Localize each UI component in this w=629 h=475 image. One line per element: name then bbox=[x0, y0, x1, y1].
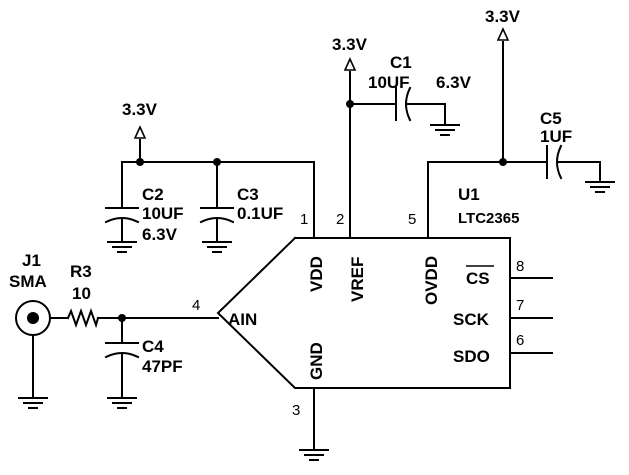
c5-supply-arrow-icon bbox=[497, 28, 509, 41]
gnd-pin-number: 3 bbox=[292, 402, 300, 419]
c3-capacitor-symbol bbox=[199, 207, 235, 243]
cs-pin-number: 8 bbox=[516, 258, 524, 275]
r3-ref-label: R3 bbox=[70, 262, 92, 281]
ovdd-pin-number: 5 bbox=[408, 211, 416, 228]
c1-supply-arrow-icon bbox=[344, 58, 356, 71]
vdd-pin-number: 1 bbox=[300, 211, 308, 228]
c5-supply-label: 3.3V bbox=[485, 7, 521, 26]
c2-ref-label: C2 bbox=[142, 185, 164, 204]
ground-icon bbox=[430, 124, 460, 136]
r3-resistor-symbol bbox=[66, 308, 100, 329]
vref-pin-number: 2 bbox=[336, 211, 344, 228]
c1-voltage-label: 6.3V bbox=[436, 73, 472, 92]
vref-junction-dot bbox=[346, 100, 354, 108]
c1-capacitor-symbol bbox=[395, 86, 412, 122]
c2-value-label: 10UF bbox=[142, 204, 184, 223]
ovdd-pin-name: OVDD bbox=[422, 256, 441, 305]
ground-icon bbox=[299, 449, 329, 461]
u1-ref-label: U1 bbox=[458, 185, 480, 204]
c4-capacitor-symbol bbox=[104, 342, 140, 399]
ground-icon bbox=[585, 181, 615, 193]
sdo-pin-name: SDO bbox=[453, 347, 490, 366]
ground-icon bbox=[107, 241, 137, 253]
j1-sma-connector-icon bbox=[15, 300, 51, 399]
vdd-pin-name: VDD bbox=[307, 256, 326, 292]
ain-pin-number: 4 bbox=[192, 297, 200, 314]
gnd-pin-name: GND bbox=[307, 342, 326, 380]
c2-supply-label: 3.3V bbox=[122, 100, 158, 119]
c5-capacitor-symbol bbox=[546, 144, 563, 180]
c1-supply-label: 3.3V bbox=[332, 35, 368, 54]
j1-value-label: SMA bbox=[9, 272, 47, 291]
sdo-pin-number: 6 bbox=[516, 332, 524, 349]
c1-value-label: 10UF bbox=[368, 73, 410, 92]
u1-part-label: LTC2365 bbox=[458, 210, 519, 227]
c4-value-label: 47PF bbox=[142, 357, 183, 376]
vdd-junction-dot bbox=[136, 158, 144, 166]
c2-capacitor-symbol bbox=[104, 207, 140, 243]
r3-value-label: 10 bbox=[72, 284, 91, 303]
ground-icon bbox=[18, 397, 48, 409]
ain-junction-dot bbox=[118, 314, 126, 322]
u1-chip-body bbox=[216, 236, 511, 389]
c3-ref-label: C3 bbox=[237, 185, 259, 204]
sck-pin-number: 7 bbox=[516, 297, 524, 314]
ground-icon bbox=[202, 241, 232, 253]
c3-value-label: 0.1UF bbox=[237, 204, 283, 223]
sck-pin-name: SCK bbox=[453, 310, 490, 329]
ground-icon bbox=[107, 397, 137, 409]
c4-ref-label: C4 bbox=[142, 337, 164, 356]
c5-ref-label: C5 bbox=[540, 109, 562, 128]
cs-pin-name: CS bbox=[466, 269, 490, 288]
ovdd-net-wire bbox=[427, 41, 601, 239]
c5-value-label: 1UF bbox=[540, 127, 572, 146]
j1-ref-label: J1 bbox=[22, 251, 41, 270]
vdd-junction-dot bbox=[213, 158, 221, 166]
c2-supply-arrow-icon bbox=[134, 126, 146, 139]
c1-ref-label: C1 bbox=[390, 53, 412, 72]
vref-net-wire bbox=[349, 71, 446, 239]
ain-pin-name: AIN bbox=[228, 310, 257, 329]
vref-pin-name: VREF bbox=[348, 257, 367, 302]
c2-voltage-label: 6.3V bbox=[142, 225, 178, 244]
ovdd-junction-dot bbox=[499, 158, 507, 166]
